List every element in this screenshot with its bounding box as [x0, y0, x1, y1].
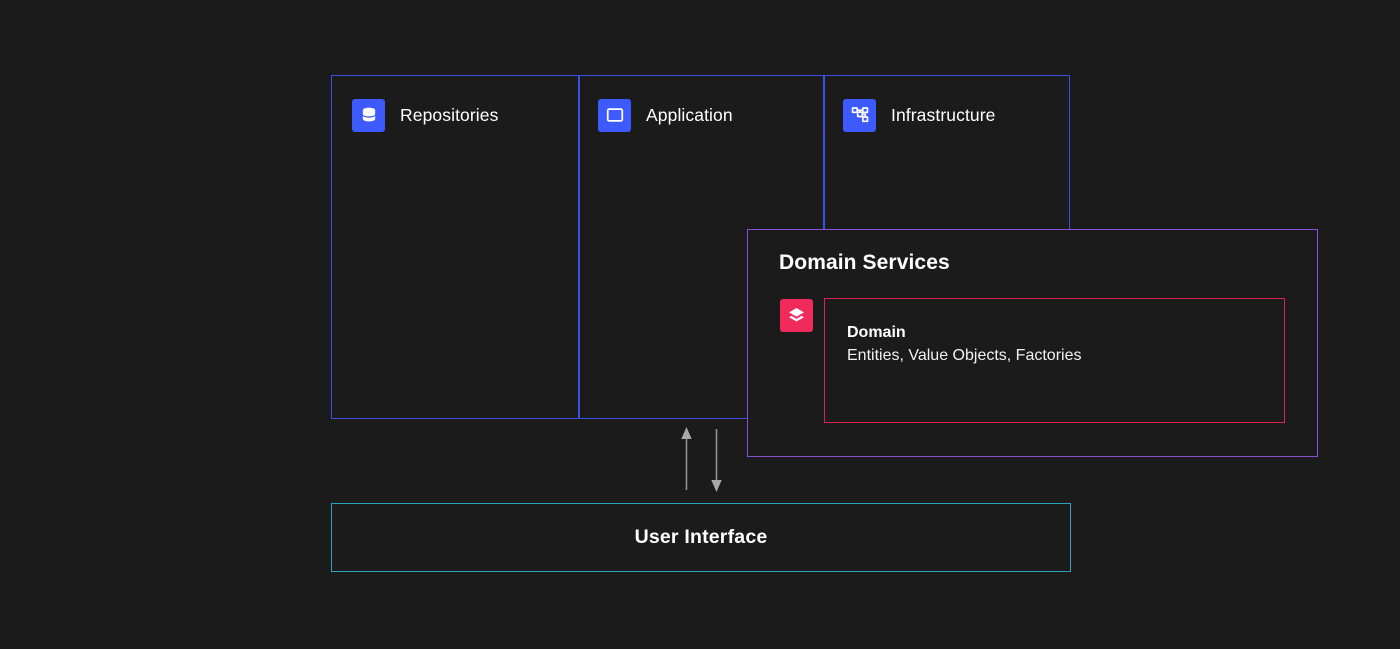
user-interface-label: User Interface [634, 526, 768, 548]
user-interface-box[interactable]: User Interface [331, 503, 1071, 572]
domain-text-group: Domain Entities, Value Objects, Factorie… [847, 321, 1081, 367]
layer-label-application: Application [646, 104, 733, 125]
flow-arrows [672, 424, 732, 496]
layer-label-infrastructure: Infrastructure [891, 104, 996, 125]
domain-name: Domain [847, 324, 906, 341]
layer-column-repositories[interactable]: Repositories [332, 76, 578, 154]
domain-services-box[interactable]: Domain Services Domain Entities, Value O… [747, 229, 1318, 457]
window-icon [598, 98, 631, 132]
layers-container: Repositories Application [331, 75, 1318, 457]
arrow-down-icon [711, 429, 722, 492]
arrow-up-icon [681, 427, 692, 490]
column-divider-1 [578, 76, 580, 418]
layer-column-infrastructure[interactable]: Infrastructure [823, 76, 1071, 154]
domain-box[interactable]: Domain Entities, Value Objects, Factorie… [824, 298, 1285, 423]
database-icon [352, 98, 385, 132]
domain-description: Entities, Value Objects, Factories [847, 347, 1082, 365]
domain-services-title: Domain Services [779, 251, 950, 274]
layer-column-application[interactable]: Application [578, 76, 823, 154]
hierarchy-icon [843, 98, 876, 132]
layers-icon [780, 299, 813, 332]
layer-label-repositories: Repositories [400, 104, 499, 125]
